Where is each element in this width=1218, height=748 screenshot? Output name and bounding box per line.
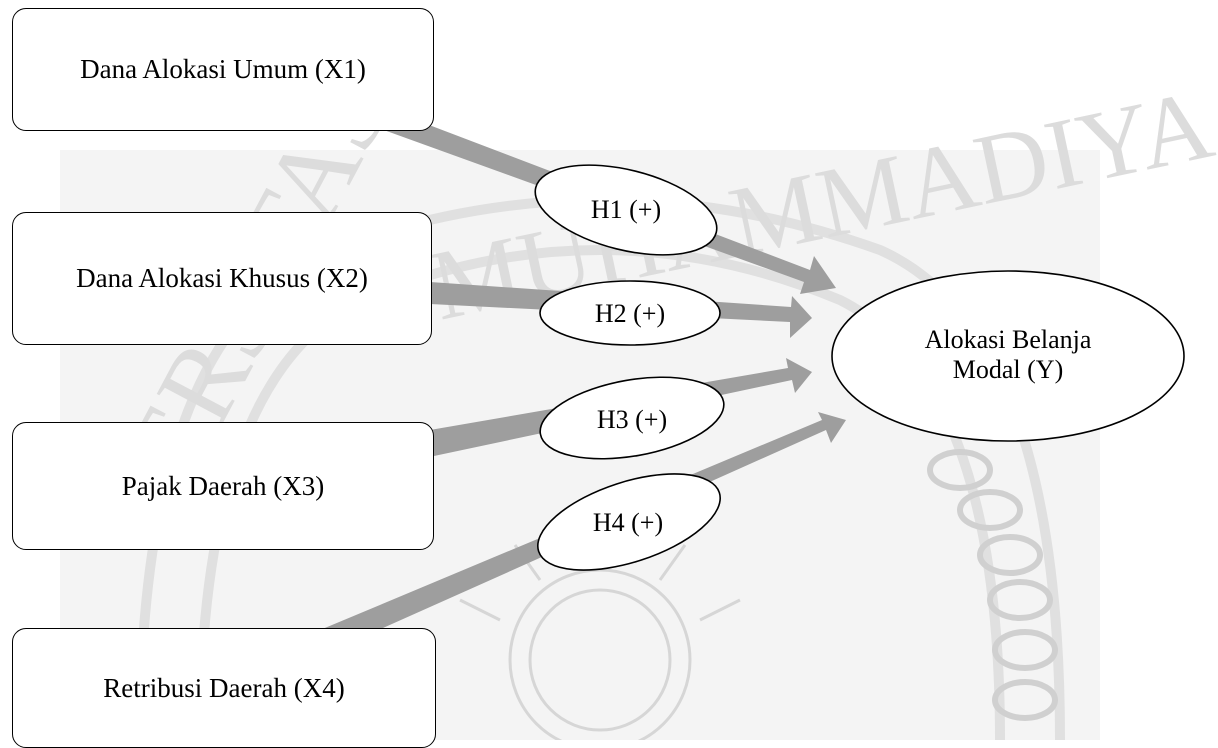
- hypothesis-label-h4: H4 (+): [592, 508, 664, 538]
- dependent-variable-line2: Modal (Y): [952, 355, 1064, 384]
- hypothesis-ellipse-h4: [537, 473, 721, 571]
- variable-label-x2: Dana Alokasi Khusus (X2): [76, 263, 368, 293]
- hypothesis-ellipse-h3: [539, 376, 725, 460]
- variable-box-x1: Dana Alokasi Umum (X1): [12, 8, 434, 131]
- variable-label-x1: Dana Alokasi Umum (X1): [80, 54, 366, 84]
- hypothesis-ellipse-h1: [534, 164, 718, 256]
- variable-label-x4: Retribusi Daerah (X4): [103, 672, 345, 703]
- variable-label-x3: Pajak Daerah (X3): [121, 470, 325, 501]
- hypothesis-label-h2: H2 (+): [594, 299, 666, 329]
- hypothesis-label-h1: H1 (+): [590, 195, 662, 225]
- dependent-variable-line1: Alokasi Belanja: [924, 325, 1092, 355]
- variable-box-x4: Retribusi Daerah (X4): [12, 628, 436, 748]
- variable-box-x3: Pajak Daerah (X3): [12, 422, 434, 550]
- hypothesis-label-h3: H3 (+): [596, 405, 668, 435]
- variable-box-x2: Dana Alokasi Khusus (X2): [12, 212, 432, 345]
- hypothesis-ellipse-h2: [539, 280, 721, 346]
- dependent-variable-label: Alokasi Belanja Modal (Y): [880, 310, 1136, 400]
- dependent-ellipse-y: [831, 270, 1185, 442]
